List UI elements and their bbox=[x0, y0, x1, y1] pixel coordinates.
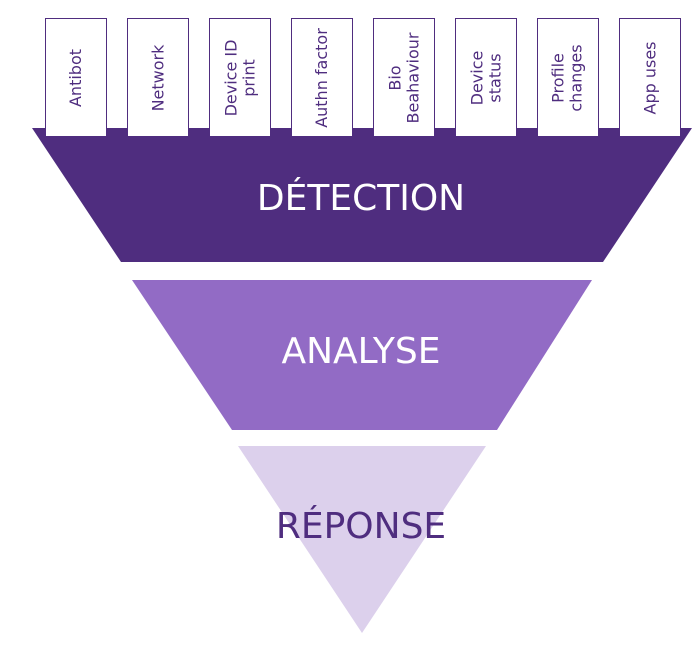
reponse-stage bbox=[238, 446, 486, 633]
detection-label: DÉTECTION bbox=[257, 177, 465, 219]
analyse-stage bbox=[132, 280, 592, 430]
analyse-label: ANALYSE bbox=[281, 331, 440, 372]
input-card-antibot: Antibot bbox=[45, 18, 107, 137]
input-card-profile-changes: Profile changes bbox=[537, 18, 599, 137]
input-card-app-uses: App uses bbox=[619, 18, 681, 137]
input-card-device-id-print: Device ID print bbox=[209, 18, 271, 137]
input-label-profile-changes: Profile changes bbox=[549, 43, 586, 112]
input-card-authn-factor: Authn factor bbox=[291, 18, 353, 137]
input-label-device-id-print: Device ID print bbox=[221, 39, 258, 116]
input-label-network: Network bbox=[148, 44, 167, 111]
input-card-network: Network bbox=[127, 18, 189, 137]
input-label-device-status: Device status bbox=[467, 50, 504, 105]
input-card-bio-behaviour: Bio Beahaviour bbox=[373, 18, 435, 137]
detection-stage bbox=[32, 128, 692, 262]
input-label-antibot: Antibot bbox=[66, 48, 85, 107]
input-card-device-status: Device status bbox=[455, 18, 517, 137]
input-label-authn-factor: Authn factor bbox=[312, 27, 332, 128]
input-label-bio-behaviour: Bio Beahaviour bbox=[385, 32, 422, 123]
input-label-app-uses: App uses bbox=[640, 41, 659, 114]
reponse-label: RÉPONSE bbox=[276, 505, 446, 547]
